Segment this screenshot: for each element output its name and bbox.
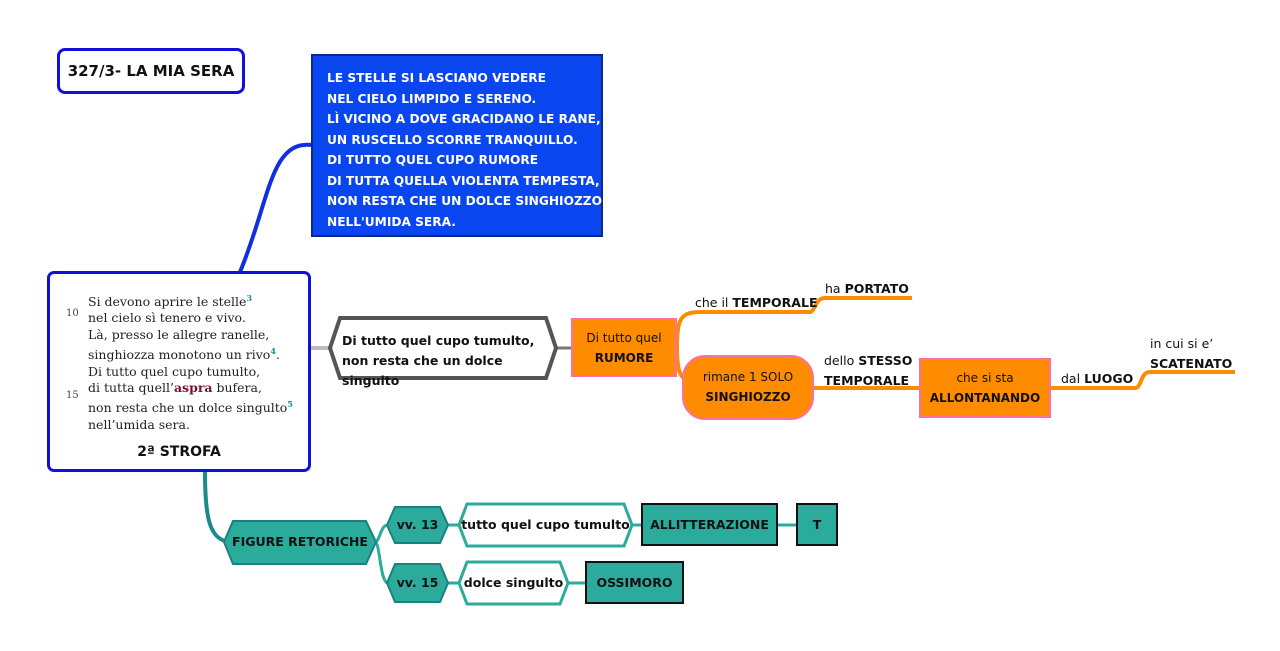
summary-line: UN RUSCELLO SCORRE TRANQUILLO. <box>327 132 578 147</box>
singhiozzo-node: rimane 1 SOLO SINGHIOZZO <box>702 370 794 404</box>
summary-box: LE STELLE SI LASCIANO VEDERE NEL CIELO L… <box>311 54 603 237</box>
portato-label: ha PORTATO <box>825 281 909 296</box>
poem-line: nell’umida sera. <box>88 416 190 432</box>
poem-line: di tutta quell’aspra bufera, <box>88 379 262 395</box>
vv13-node: vv. 13 <box>396 517 439 532</box>
poem-line: non resta che un dolce singulto5 <box>88 399 293 416</box>
highlighted-word: aspra <box>173 379 213 395</box>
poem-line: Di tutto quel cupo tumulto, <box>88 363 261 379</box>
poem-line: singhiozza monotono un rivo4. <box>88 346 280 363</box>
summary-line: DI TUTTA QUELLA VIOLENTA TEMPESTA, <box>327 173 600 188</box>
figure-retoriche-node: FIGURE RETORICHE <box>232 534 368 549</box>
singhiozzo-node-shape <box>682 355 814 420</box>
stanza-label: 2ª STROFA <box>137 444 221 460</box>
vv15-shape <box>385 563 450 603</box>
footnote-ref: 4 <box>270 346 276 357</box>
ossimoro-node: OSSIMORO <box>585 561 684 604</box>
summary-line: NELL'UMIDA SERA. <box>327 214 456 229</box>
poem-text: Si devono aprire le stelle3 nel cielo sì… <box>88 290 293 433</box>
verse-numbers: 10 15 <box>66 290 79 404</box>
temporale-label: che il TEMPORALE <box>695 295 818 310</box>
verse-number: 15 <box>66 389 79 401</box>
poem-line: nel cielo sì tenero e vivo. <box>88 310 246 326</box>
stesso-temporale-label: dello STESSO TEMPORALE <box>824 353 913 388</box>
allontanando-node: che si sta ALLONTANANDO <box>919 358 1051 418</box>
summary-line: LE STELLE SI LASCIANO VEDERE <box>327 71 547 85</box>
vv15-text-node: dolce singulto <box>463 575 564 590</box>
letter-t-node: T <box>796 503 838 546</box>
summary-line: NEL CIELO LIMPIDO E SERENO. <box>327 91 537 106</box>
poem-box: 10 15 Si devono aprire le stelle3 nel ci… <box>47 271 311 472</box>
poem-line: Là, presso le allegre ranelle, <box>88 326 270 342</box>
verse-number: 10 <box>66 308 79 320</box>
poem-line: Si devono aprire le stelle3 <box>88 293 253 310</box>
summary-line: DI TUTTO QUEL CUPO RUMORE <box>327 153 539 167</box>
footnote-ref: 3 <box>246 293 253 303</box>
summary-line: LÌ VICINO A DOVE GRACIDANO LE RANE, <box>327 112 601 126</box>
luogo-label: dal LUOGO <box>1061 371 1134 386</box>
scatenato-label: in cui si e’ SCATENATO <box>1150 336 1233 371</box>
map-title: 327/3- LA MIA SERA <box>57 48 245 94</box>
vv15-node: vv. 15 <box>396 575 439 590</box>
summary-line: NON RESTA CHE UN DOLCE SINGHIOZZO <box>327 194 602 208</box>
vv13-text-shape <box>457 502 634 548</box>
rumore-node: Di tutto quel RUMORE <box>571 318 677 377</box>
quote-node-shape <box>327 316 559 380</box>
footnote-ref: 5 <box>287 399 293 410</box>
figure-root-shape <box>222 520 378 565</box>
vv15-text-shape <box>457 560 570 606</box>
vv13-shape <box>385 506 450 544</box>
quote-node: Di tutto quel cupo tumulto, non resta ch… <box>342 333 535 388</box>
alliterazione-node: ALLITTERAZIONE <box>641 503 778 546</box>
vv13-text-node: tutto quel cupo tumulto <box>461 517 630 532</box>
